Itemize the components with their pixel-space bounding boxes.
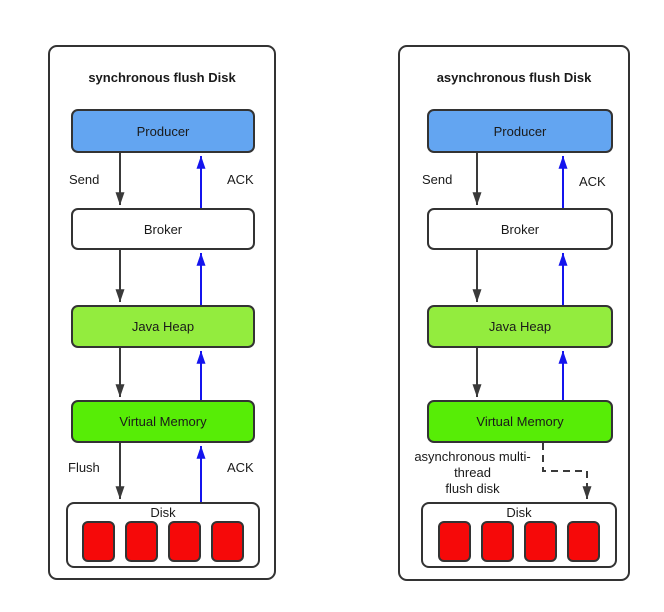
disk-cell: [168, 521, 201, 562]
edge-label-ack-top-sync: ACK: [227, 172, 254, 187]
panel-title-asynchronous: asynchronous flush Disk: [436, 70, 592, 85]
node-virtual-memory-async: Virtual Memory: [427, 400, 613, 443]
node-java-heap-sync: Java Heap: [71, 305, 255, 348]
disk-cell: [82, 521, 115, 562]
disk-cells: [438, 521, 600, 562]
disk-cell: [438, 521, 471, 562]
node-broker-sync: Broker: [71, 208, 255, 250]
edge-label-async-flush-line3: flush disk: [445, 481, 500, 496]
edge-label-send-sync: Send: [69, 172, 100, 187]
disk-cell: [211, 521, 244, 562]
node-broker-async: Broker: [427, 208, 613, 250]
edge-label-ack-top-async: ACK: [579, 174, 606, 189]
disk-label: Disk: [150, 505, 176, 520]
disk-cell: [481, 521, 514, 562]
edge-label-ack-bottom-sync: ACK: [227, 460, 254, 475]
edge-label-send-async: Send: [422, 172, 453, 187]
disk-label: Disk: [506, 505, 532, 520]
edge-label-async-flush: asynchronous multi- thread flush disk: [405, 449, 540, 497]
disk-cell: [125, 521, 158, 562]
edge-label-async-flush-line1: asynchronous multi-: [414, 449, 531, 464]
node-producer-async: Producer: [427, 109, 613, 153]
node-disk-async: Disk: [421, 502, 617, 568]
node-virtual-memory-sync: Virtual Memory: [71, 400, 255, 443]
disk-cells: [82, 521, 244, 562]
disk-cell: [524, 521, 557, 562]
disk-cell: [567, 521, 600, 562]
edge-label-flush-sync: Flush: [68, 460, 100, 475]
node-java-heap-async: Java Heap: [427, 305, 613, 348]
node-producer-sync: Producer: [71, 109, 255, 153]
edge-label-async-flush-line2: thread: [454, 465, 491, 480]
panel-title-synchronous: synchronous flush Disk: [88, 70, 236, 85]
node-disk-sync: Disk: [66, 502, 260, 568]
